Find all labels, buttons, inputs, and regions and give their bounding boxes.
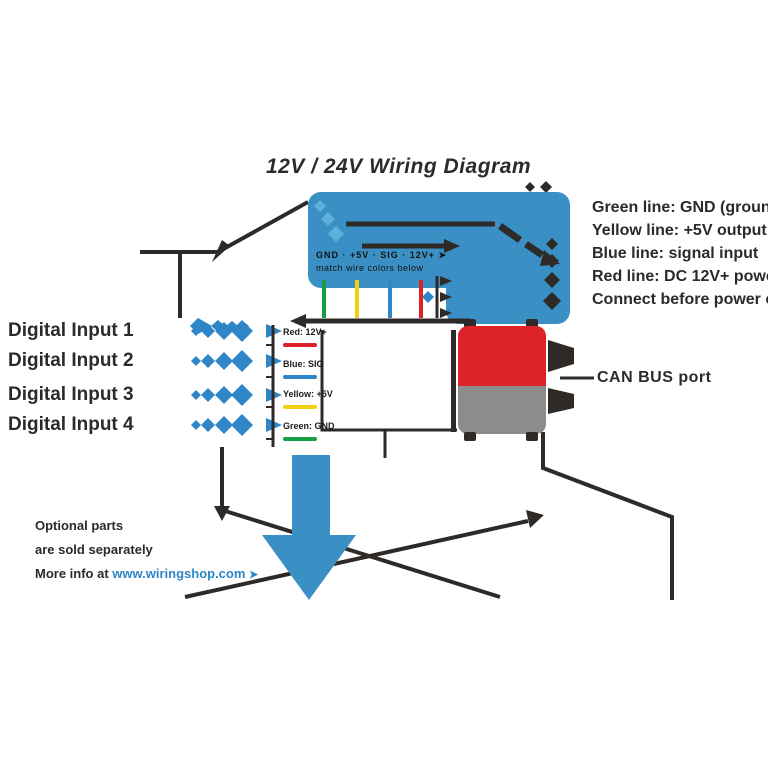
bottom-leader-lines (184, 432, 674, 600)
harness-label-green: Green: GND (283, 421, 335, 431)
legend-line-5: Connect before power on (592, 291, 768, 308)
green-wire (322, 280, 326, 318)
note-line-2: are sold separately (35, 542, 153, 557)
legend-line-4: Red line: DC 12V+ power (592, 268, 768, 285)
harness-wire-green (283, 437, 317, 441)
panel-diamond-chain (314, 200, 344, 242)
harness-label-yellow: Yellow: +5V (283, 389, 333, 399)
harness-wire-blue (283, 375, 317, 379)
red-wire (419, 280, 423, 318)
legend-line-2: Yellow line: +5V output (592, 222, 767, 239)
note-line-3: More info at www.wiringshop.com ➤ (35, 566, 258, 581)
link-arrow-icon: ➤ (249, 569, 259, 581)
module-pin-row1: GND · +5V · SIG · 12V+ ➤ (316, 250, 448, 260)
input-label-4: Digital Input 4 (8, 414, 134, 435)
down-arrow (262, 455, 356, 600)
note-line-1: Optional parts (35, 518, 124, 533)
panel-flow-arrows (346, 221, 560, 266)
device-foot-right (526, 432, 538, 441)
device-connector-edge (451, 330, 456, 432)
harness-wire-red (283, 343, 317, 347)
harness-label-blue: Blue: SIG (283, 359, 324, 369)
diagram-title: 12V / 24V Wiring Diagram (266, 155, 532, 178)
input-label-2: Digital Input 2 (8, 350, 134, 371)
port-label: CAN BUS port (597, 369, 712, 386)
blue-wire (388, 280, 392, 318)
insert-direction-arrows (422, 276, 452, 318)
input-label-1: Digital Input 1 (8, 320, 134, 341)
port-pointers (548, 340, 594, 414)
yellow-wire (355, 280, 359, 318)
note-link[interactable]: www.wiringshop.com (112, 566, 246, 581)
top-diamond-accent (525, 181, 552, 193)
device-tab-top-right (526, 319, 538, 328)
input-label-3: Digital Input 3 (8, 384, 134, 405)
input-diamond-chains (191, 320, 282, 436)
harness-label-red: Red: 12V+ (283, 327, 327, 337)
note-link-prefix: More info at (35, 566, 113, 581)
harness-wire-yellow (283, 405, 317, 409)
panel-right-diamond-chain (543, 238, 561, 310)
module-panel (308, 192, 570, 324)
title-leader-line (140, 200, 309, 318)
under-wire-arrow (290, 314, 470, 328)
device-bottom-gray (458, 386, 546, 434)
module-pin-row2: match wire colors below (316, 263, 424, 273)
harness-bracket (266, 325, 457, 458)
legend-line-1: Green line: GND (ground) (592, 199, 768, 216)
device-top-red (458, 326, 546, 386)
device-foot-left (464, 432, 476, 441)
legend-line-3: Blue line: signal input (592, 245, 759, 262)
device-tab-top-left (464, 319, 476, 328)
